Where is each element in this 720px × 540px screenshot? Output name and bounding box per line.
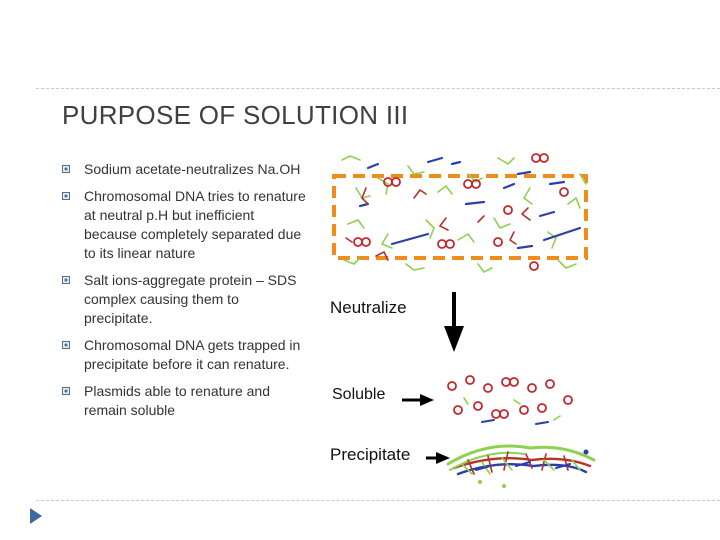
soluble-label: Soluble [332, 386, 386, 403]
bullet-item: Sodium acetate-neutralizes Na.OH [62, 160, 310, 179]
diagram-art [332, 153, 596, 488]
bullet-item: Plasmids able to renature and remain sol… [62, 382, 310, 420]
neutralize-label: Neutralize [330, 298, 407, 317]
lysate-strands-blue [358, 156, 582, 250]
soluble-plasmids [447, 375, 573, 419]
precipitate-label: Precipitate [330, 445, 411, 464]
precipitate-mass [446, 444, 596, 488]
bullet-list: Sodium acetate-neutralizes Na.OH Chromos… [62, 160, 310, 428]
square-bullet-icon [62, 276, 70, 284]
bottom-divider [36, 500, 720, 501]
square-bullet-icon [62, 387, 70, 395]
square-bullet-icon [62, 192, 70, 200]
bullet-item: Salt ions-aggregate protein – SDS comple… [62, 271, 310, 328]
down-arrow-icon [444, 292, 464, 352]
bullet-item: Chromosomal DNA gets trapped in precipit… [62, 336, 310, 374]
bullet-item: Chromosomal DNA tries to renature at neu… [62, 187, 310, 263]
slide-title: PURPOSE OF SOLUTION III [62, 100, 409, 130]
play-triangle-icon[interactable] [28, 506, 44, 526]
bullet-text: Plasmids able to renature and remain sol… [84, 383, 270, 418]
lysate-strands-green [341, 155, 587, 274]
square-bullet-icon [62, 165, 70, 173]
neutralization-diagram: Neutralize Soluble Precipitate [318, 148, 618, 488]
precipitate-arrow-icon [426, 452, 450, 464]
lysate-strands-red [345, 187, 531, 261]
soluble-arrow-icon [402, 394, 434, 406]
soluble-strands [463, 397, 561, 425]
bullet-text: Sodium acetate-neutralizes Na.OH [84, 161, 301, 177]
bullet-text: Chromosomal DNA gets trapped in precipit… [84, 337, 301, 372]
bullet-text: Salt ions-aggregate protein – SDS comple… [84, 272, 297, 326]
top-divider [36, 88, 720, 89]
lysate-dashed-box [332, 174, 588, 260]
square-bullet-icon [62, 341, 70, 349]
lysate-plasmids [353, 153, 569, 271]
bullet-text: Chromosomal DNA tries to renature at neu… [84, 188, 306, 261]
